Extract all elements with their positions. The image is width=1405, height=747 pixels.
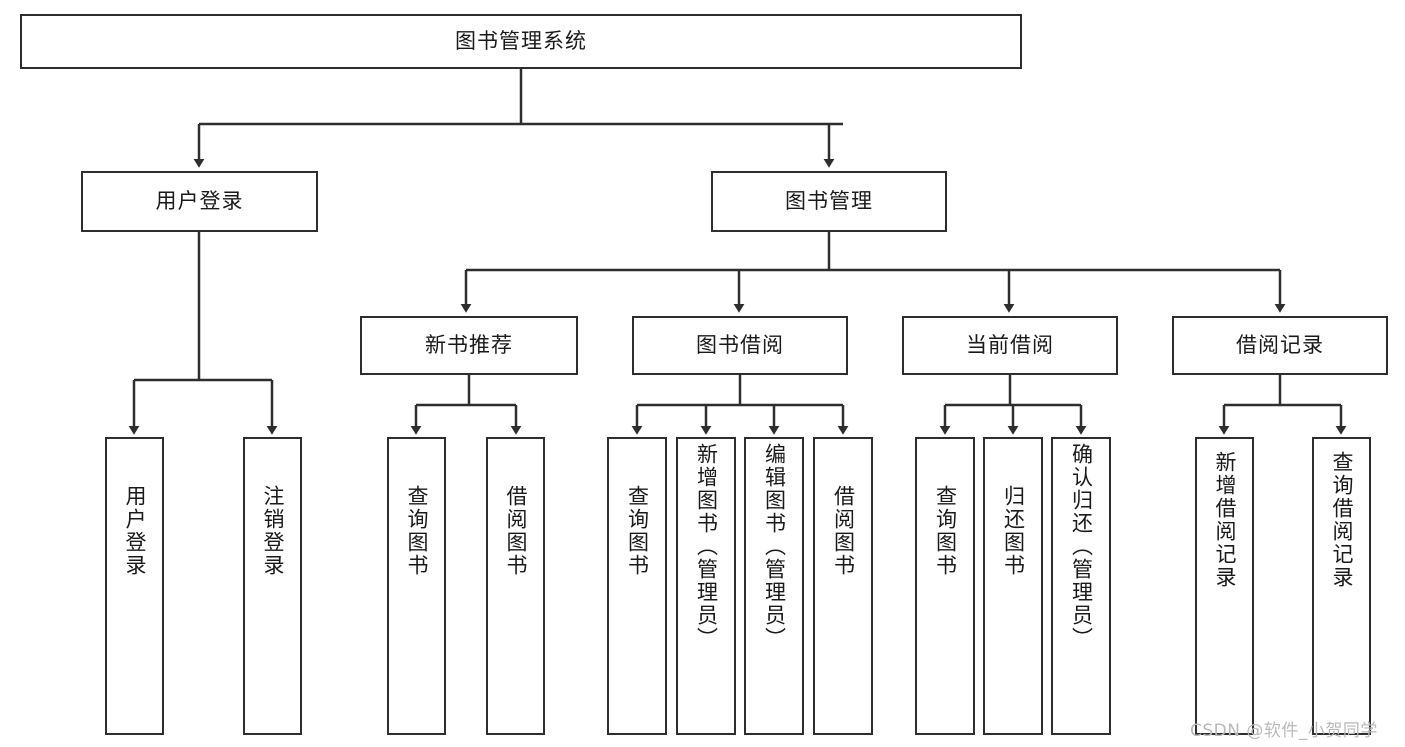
node-user-login-label: 用户登录 bbox=[155, 188, 244, 213]
edge-bookmanage-bus bbox=[460, 232, 1286, 313]
edge-currentborrow-leaves bbox=[939, 375, 1087, 435]
node-leaf-query-book-1-label: 查询图书 bbox=[404, 485, 429, 577]
node-leaf-add-book-admin[interactable]: 新增图书（管理员） bbox=[676, 437, 736, 735]
edge-bookborrow-leaves bbox=[631, 375, 849, 435]
node-leaf-confirm-return-admin-label: 确认归还（管理员） bbox=[1069, 443, 1094, 650]
node-leaf-borrow-book-2-label: 借阅图书 bbox=[831, 485, 856, 577]
node-leaf-user-logout[interactable]: 注销登录 bbox=[243, 437, 302, 735]
node-current-borrow-label: 当前借阅 bbox=[966, 332, 1054, 357]
node-current-borrow[interactable]: 当前借阅 bbox=[902, 316, 1118, 375]
node-leaf-query-book-1[interactable]: 查询图书 bbox=[387, 437, 446, 735]
node-leaf-query-book-3-label: 查询图书 bbox=[933, 485, 958, 577]
node-leaf-return-book-label: 归还图书 bbox=[1001, 485, 1026, 577]
node-leaf-query-book-3[interactable]: 查询图书 bbox=[915, 437, 975, 735]
node-leaf-user-login[interactable]: 用户登录 bbox=[105, 437, 164, 735]
node-leaf-user-logout-label: 注销登录 bbox=[260, 485, 285, 577]
node-book-manage[interactable]: 图书管理 bbox=[711, 171, 947, 232]
node-leaf-borrow-book-1[interactable]: 借阅图书 bbox=[486, 437, 545, 735]
node-leaf-borrow-book-1-label: 借阅图书 bbox=[503, 485, 528, 577]
node-borrow-record-label: 借阅记录 bbox=[1236, 332, 1324, 357]
node-leaf-user-login-label: 用户登录 bbox=[122, 485, 147, 577]
node-leaf-return-book[interactable]: 归还图书 bbox=[983, 437, 1043, 735]
node-book-manage-label: 图书管理 bbox=[785, 188, 873, 213]
node-leaf-query-book-2[interactable]: 查询图书 bbox=[607, 437, 667, 735]
edge-borrowrecord-leaves bbox=[1218, 375, 1347, 435]
edge-root-stem bbox=[193, 69, 843, 168]
node-leaf-edit-book-admin[interactable]: 编辑图书（管理员） bbox=[744, 437, 804, 735]
edge-userlogin-leaves bbox=[128, 232, 278, 435]
node-new-book-rec[interactable]: 新书推荐 bbox=[360, 316, 578, 375]
edge-newbook-leaves bbox=[410, 375, 522, 435]
node-leaf-query-book-2-label: 查询图书 bbox=[625, 485, 650, 577]
node-book-borrow-label: 图书借阅 bbox=[696, 332, 784, 357]
node-root-system[interactable]: 图书管理系统 bbox=[20, 14, 1022, 69]
node-leaf-confirm-return-admin[interactable]: 确认归还（管理员） bbox=[1051, 437, 1111, 735]
node-book-borrow[interactable]: 图书借阅 bbox=[632, 316, 848, 375]
csdn-watermark: CSDN @软件_小贺同学 bbox=[1190, 721, 1378, 741]
node-leaf-add-book-admin-label: 新增图书（管理员） bbox=[694, 443, 719, 650]
node-borrow-record[interactable]: 借阅记录 bbox=[1172, 316, 1388, 375]
node-leaf-borrow-book-2[interactable]: 借阅图书 bbox=[813, 437, 873, 735]
node-leaf-query-borrow-record[interactable]: 查询借阅记录 bbox=[1312, 437, 1371, 735]
node-leaf-add-borrow-record[interactable]: 新增借阅记录 bbox=[1195, 437, 1254, 735]
node-leaf-edit-book-admin-label: 编辑图书（管理员） bbox=[762, 443, 787, 650]
node-root-label: 图书管理系统 bbox=[455, 28, 587, 53]
node-leaf-add-borrow-record-label: 新增借阅记录 bbox=[1212, 451, 1237, 589]
node-user-login[interactable]: 用户登录 bbox=[81, 171, 318, 232]
node-new-book-rec-label: 新书推荐 bbox=[425, 332, 513, 357]
node-leaf-query-borrow-record-label: 查询借阅记录 bbox=[1329, 451, 1354, 589]
